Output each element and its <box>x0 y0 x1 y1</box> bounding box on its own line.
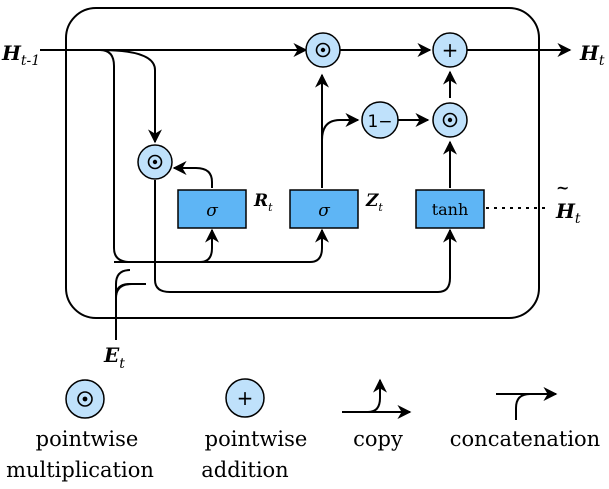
legend: pointwise multiplication + pointwise add… <box>6 378 600 482</box>
legend-mult-line1: pointwise <box>36 427 139 451</box>
legend-copy: copy <box>342 378 412 451</box>
label-h-prev: Ht-1 <box>1 41 40 69</box>
label-h-cand: ~ Ht <box>555 178 581 227</box>
mult-icon <box>442 112 458 128</box>
mult-icon <box>147 154 163 170</box>
legend-concat: concatenation <box>450 387 600 451</box>
wire-et-concat <box>115 283 133 299</box>
legend-add-line1: pointwise <box>205 427 308 451</box>
op-one-minus-label: 1− <box>367 112 392 132</box>
svg-text:~: ~ <box>556 178 569 197</box>
gate-sigma-r-label: σ <box>206 201 218 221</box>
wire-hprev-down <box>99 49 219 263</box>
mult-icon <box>77 391 93 407</box>
op-one-minus: 1− <box>361 101 399 139</box>
gate-tanh-label: tanh <box>432 200 469 219</box>
legend-copy-label: copy <box>353 427 403 451</box>
wire-to-zgate <box>114 228 329 263</box>
op-mult-update <box>432 102 468 138</box>
legend-add-symbol: + <box>237 386 254 410</box>
op-add-top: + <box>432 32 468 68</box>
legend-mult: pointwise multiplication <box>6 379 154 482</box>
gate-sigma-z: σ <box>289 189 359 229</box>
label-r-gate: Rt <box>253 191 273 214</box>
legend-add: + pointwise addition <box>201 378 308 482</box>
gate-sigma-r: σ <box>177 189 247 229</box>
wire-r-to-reset <box>172 161 213 188</box>
wire-et-to-tanh <box>115 283 146 298</box>
wire-z-to-oneminus <box>321 113 360 141</box>
legend-add-line2: addition <box>201 458 288 482</box>
gate-tanh: tanh <box>415 189 485 229</box>
wire-reset-to-tanh <box>154 180 457 293</box>
wires <box>40 43 572 340</box>
label-h-out: Ht <box>579 41 605 69</box>
op-add-label: + <box>442 38 459 62</box>
label-z-gate: Zt <box>365 191 383 214</box>
wire-hprev-to-reset-mult <box>99 49 162 144</box>
label-e-in: Et <box>103 343 125 372</box>
mult-icon <box>315 42 331 58</box>
legend-mult-line2: multiplication <box>6 458 154 482</box>
legend-concat-label: concatenation <box>450 427 600 451</box>
op-mult-reset <box>137 144 173 180</box>
wire-et-up <box>115 269 131 340</box>
op-mult-top <box>305 32 341 68</box>
gate-sigma-z-label: σ <box>318 201 330 221</box>
cell-boundary <box>65 7 540 319</box>
svg-text:Ht: Ht <box>555 199 581 227</box>
